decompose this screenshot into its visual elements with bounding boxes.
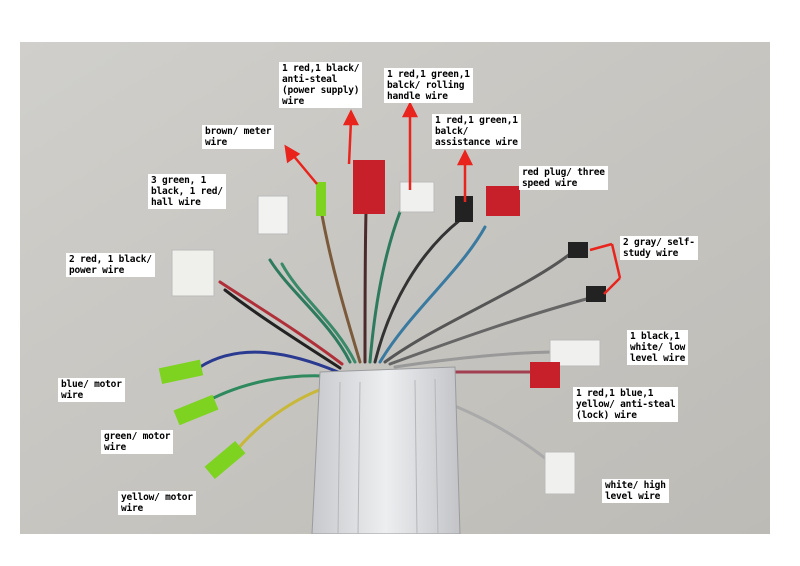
rolling-handle-wire-label: 1 red,1 green,1 balck/ rolling handle wi… xyxy=(384,68,473,103)
high-level-wire-label: white/ high level wire xyxy=(602,479,669,503)
wire-bundle xyxy=(198,202,592,464)
controller-wiring-photo xyxy=(20,42,770,534)
green-motor-connector xyxy=(173,394,219,426)
self-study-wire-label: 2 gray/ self- study wire xyxy=(620,236,698,260)
anti-steal-lock-connector xyxy=(530,362,560,388)
blue-motor-connector xyxy=(158,359,204,384)
rolling-handle-connector xyxy=(399,181,435,213)
hall-wire-label: 3 green, 1 black, 1 red/ hall wire xyxy=(148,174,226,209)
three-speed-connector xyxy=(486,186,520,216)
self-study-connector-1 xyxy=(568,242,588,258)
meter-connector xyxy=(316,182,326,216)
assistance-wire-label: 1 red,1 green,1 balck/ assistance wire xyxy=(432,114,521,149)
low-level-wire-label: 1 black,1 white/ low level wire xyxy=(627,330,689,365)
yellow-motor-wire-label: yellow/ motor wire xyxy=(118,491,196,515)
power-supply-connector xyxy=(353,160,385,214)
high-level-connector xyxy=(544,451,576,495)
power-wire-label: 2 red, 1 black/ power wire xyxy=(66,253,155,277)
three-speed-wire-label: red plug/ three speed wire xyxy=(519,166,608,190)
meter-wire-label: brown/ meter wire xyxy=(202,125,275,149)
low-level-connector xyxy=(549,339,601,367)
anti-steal-lock-wire-label: 1 red,1 blue,1 yellow/ anti-steal (lock)… xyxy=(573,387,679,422)
power-connector xyxy=(171,249,215,297)
assistance-connector xyxy=(455,196,473,222)
controller-box xyxy=(311,366,461,534)
self-study-connector-2 xyxy=(586,286,606,302)
hall-connector xyxy=(257,195,289,235)
blue-motor-wire-label: blue/ motor wire xyxy=(58,378,125,402)
green-motor-wire-label: green/ motor wire xyxy=(101,430,174,454)
annotation-arrows xyxy=(284,101,622,295)
yellow-motor-connector xyxy=(204,441,246,479)
power-supply-wire-label: 1 red,1 black/ anti-steal (power supply)… xyxy=(279,62,363,108)
